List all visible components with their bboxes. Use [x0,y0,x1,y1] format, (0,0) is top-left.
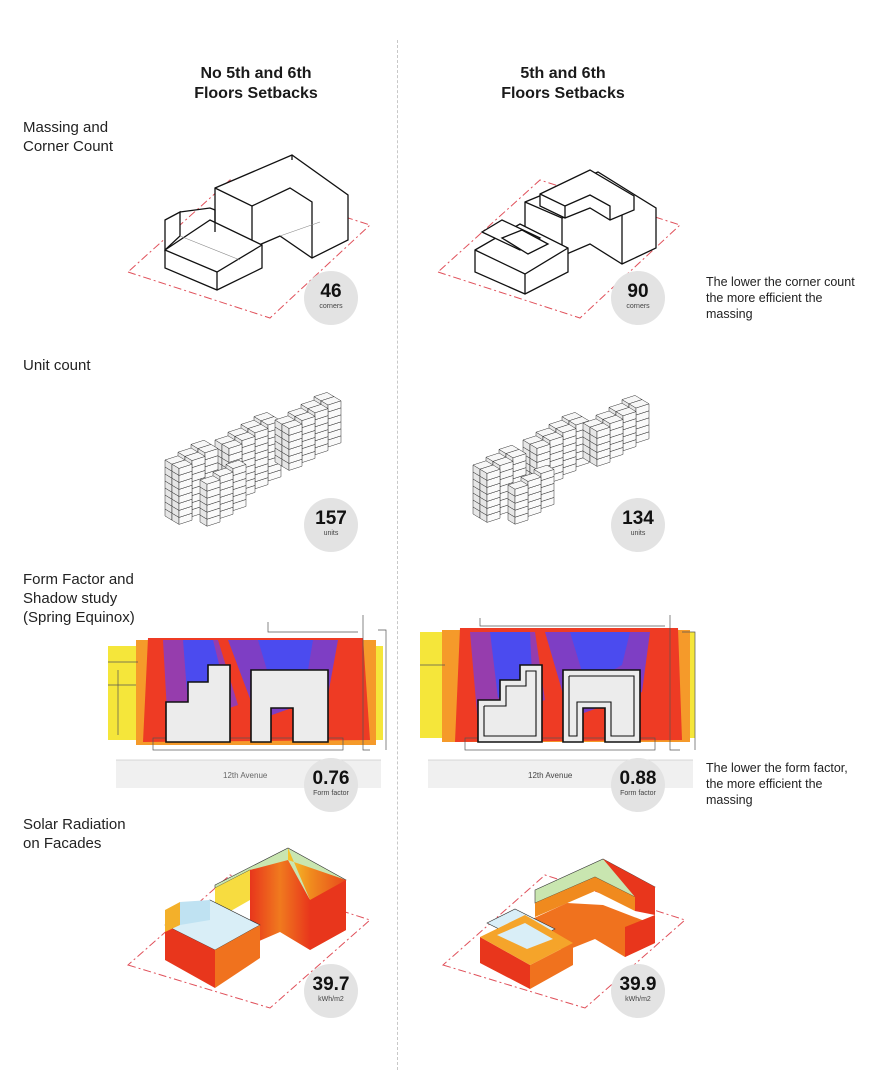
solar-radiation-diagram-setbacks [441,858,686,1009]
column-title-no-setbacks: No 5th and 6th Floors Setbacks [194,65,318,102]
street-label-no-setbacks: 12th Avenue [223,771,268,780]
massing-diagram-no-setbacks [127,154,371,319]
note-form-factor: The lower the form factor,the more effic… [706,761,848,807]
column-divider [397,40,398,1070]
street-label-setbacks: 12th Avenue [528,771,573,780]
unit-box [221,439,243,456]
unit-box [199,475,221,492]
column-title-setbacks: 5th and 6th Floors Setbacks [501,65,625,102]
unit-blocks-diagram-setbacks [472,395,650,525]
unit-box [589,422,611,439]
unit-box [247,424,269,441]
unit-box [281,419,303,436]
solar-radiation-diagram-no-setbacks [126,847,371,1009]
unit-box [171,459,193,476]
massing-diagram-setbacks [437,169,681,319]
unit-box [529,439,551,456]
unit-box [479,464,501,481]
row-label-units: Unit count [23,357,91,374]
unit-blocks-diagram-no-setbacks [164,392,342,527]
unit-box [507,480,529,497]
shadow-study-map-setbacks: 12th Avenue [420,615,696,788]
shadow-study-map-no-setbacks: 12th Avenue [108,615,387,788]
